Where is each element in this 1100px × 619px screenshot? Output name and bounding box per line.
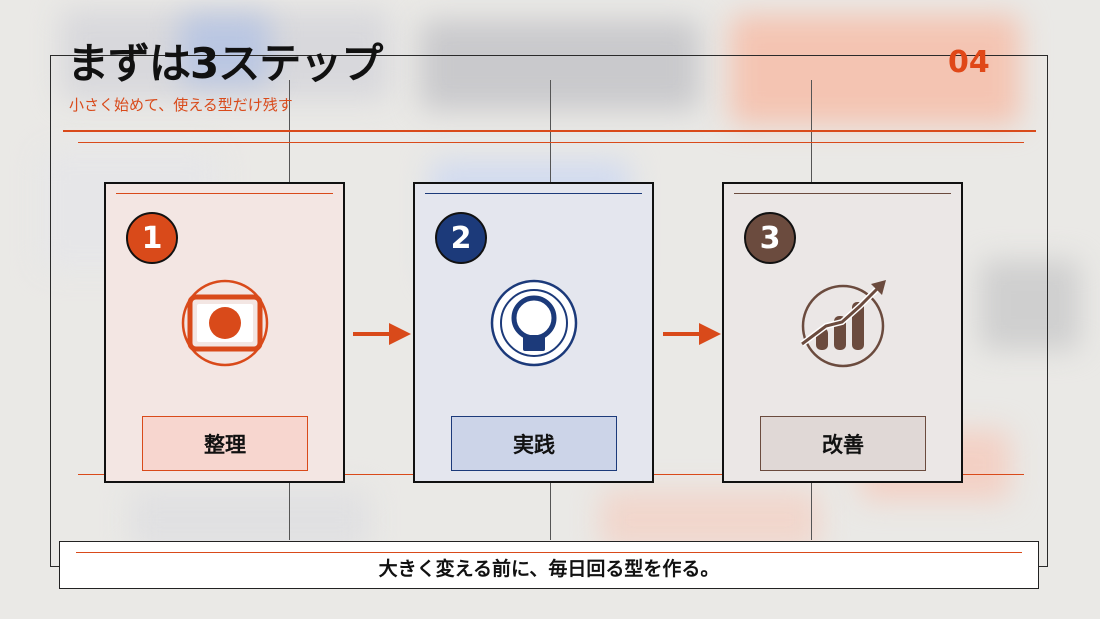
step-card-3: 3 改善 xyxy=(722,182,963,483)
step-number-badge: 3 xyxy=(744,212,796,264)
step-card-1: 1 整理 xyxy=(104,182,345,483)
step-label: 改善 xyxy=(760,416,926,471)
page-number: 04 xyxy=(948,45,990,80)
card-top-rule xyxy=(734,193,951,194)
step-label: 実践 xyxy=(451,416,617,471)
step-number-badge: 2 xyxy=(435,212,487,264)
slide-title: まずは3ステップ xyxy=(67,39,383,88)
slide-subtitle: 小さく始めて、使える型だけ残す xyxy=(69,96,293,114)
step-card-2: 2 実践 xyxy=(413,182,654,483)
growth-chart-icon xyxy=(798,278,888,368)
header-rule-thick xyxy=(63,130,1036,132)
card-top-rule xyxy=(116,193,333,194)
step-number-badge: 1 xyxy=(126,212,178,264)
footer-rule xyxy=(76,552,1022,553)
footer-banner: 大きく変える前に、毎日回る型を作る。 xyxy=(59,541,1039,589)
card-top-rule xyxy=(425,193,642,194)
card-icon xyxy=(180,278,270,368)
arrow-right-icon xyxy=(353,320,413,348)
arrow-right-icon xyxy=(663,320,723,348)
person-icon xyxy=(489,278,579,368)
header-rule-thin xyxy=(78,142,1024,143)
step-label: 整理 xyxy=(142,416,308,471)
footer-message: 大きく変える前に、毎日回る型を作る。 xyxy=(378,558,720,580)
